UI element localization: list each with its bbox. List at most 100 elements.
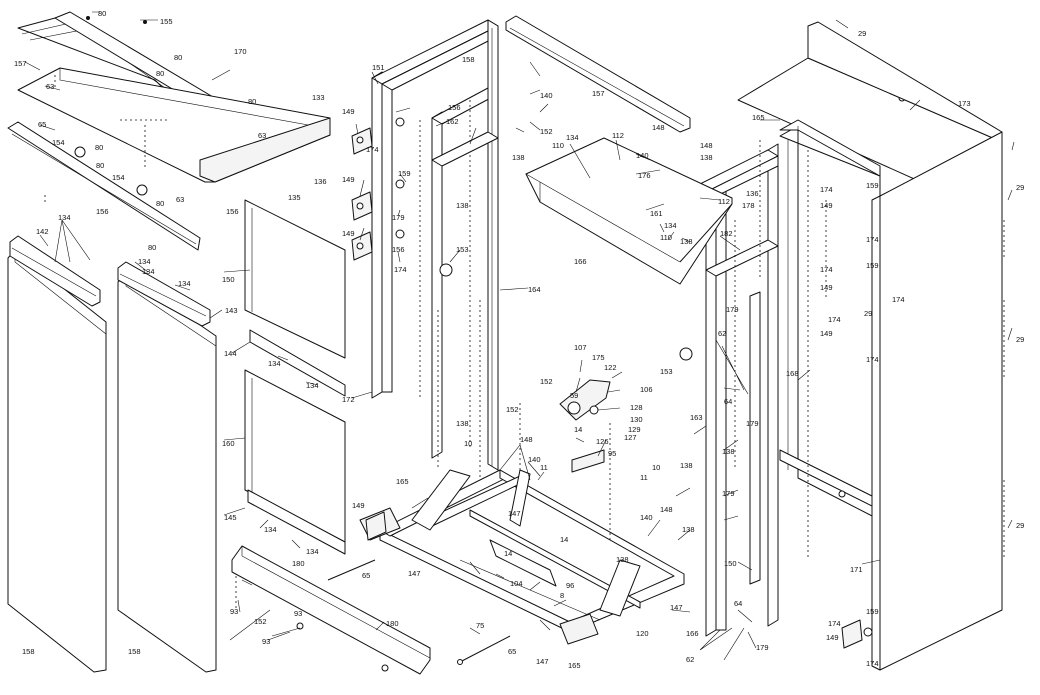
callout: 80 [174,53,182,62]
callout: 154 [112,173,125,182]
callout: 138 [512,153,525,162]
callout: 179 [746,419,759,428]
callout: 95 [608,449,616,458]
callout: 148 [520,435,533,444]
leader-lines [24,11,1015,661]
callout: 165 [396,477,409,486]
callout: 80 [148,243,156,252]
callout: 166 [686,629,699,638]
callout: 164 [528,285,541,294]
left-door [7,235,107,673]
callout: 150 [222,275,235,284]
callout: 59 [570,391,578,400]
callout: 135 [288,193,301,202]
callout: 179 [722,489,735,498]
upright-right-front [705,183,717,637]
door-panel-left [7,249,107,673]
callout: 158 [128,647,141,656]
callout: 29 [1016,335,1024,344]
callout: 112 [612,131,624,140]
callout: 174 [828,315,841,324]
callout: 179 [726,305,739,314]
callout: 29 [1016,183,1024,192]
hinge-r4 [841,619,873,649]
callout: 160 [222,439,235,448]
door-panel-center [117,273,217,673]
callout: 64 [724,397,732,406]
callout: 157 [14,59,27,68]
callout: 110 [552,141,564,150]
callout: 134 [306,547,319,556]
top-trim-assembly [7,11,331,251]
callout: 149 [820,283,833,292]
hinge-top-1 [351,117,405,155]
callout: 166 [574,257,587,266]
callout: 157 [592,89,605,98]
callout: 149 [820,329,833,338]
callout: 147 [508,509,521,518]
center-frame [371,19,499,480]
callout: 153 [456,245,469,254]
callout: 156 [448,103,461,112]
callout: 174 [892,295,905,304]
callout: 80 [96,161,104,170]
callout: 93 [262,637,270,646]
callout: 168 [786,369,799,378]
callout: 29 [858,29,866,38]
callout: 158 [462,55,475,64]
hinge-mid-1 [351,179,405,221]
right-frame [505,15,779,637]
callout: 176 [638,171,651,180]
callout: 80 [95,143,103,152]
callout: 75 [476,621,484,630]
callout: 128 [630,403,643,412]
callout: 134 [138,257,151,266]
callout: 134 [306,381,319,390]
callout: 152 [540,377,553,386]
callout: 138 [456,201,469,210]
callout: 147 [408,569,421,578]
callout: 175 [592,353,605,362]
callout: 138 [456,419,469,428]
callout: 174 [366,145,379,154]
callout: 144 [224,349,237,358]
base-frame [327,400,685,665]
callout: 112 [718,197,730,206]
callout: 134 [142,267,155,276]
callout: 134 [566,133,579,142]
cabinet-side-right [879,131,1003,671]
callout: 29 [1016,521,1024,530]
callout: 138 [680,461,693,470]
right-cabinet [737,21,1005,671]
callout: 142 [36,227,49,236]
callout: 136 [746,189,759,198]
callout: 174 [394,265,407,274]
callout: 143 [225,306,238,315]
callout: 14 [560,535,568,544]
lift-mechanism [439,263,749,473]
callout: 155 [160,17,173,26]
callout: 148 [700,141,713,150]
callout: 174 [866,235,879,244]
callout: 80 [156,69,164,78]
callout: 162 [446,117,459,126]
callout: 104 [510,579,523,588]
hinge-low-1 [351,229,405,261]
hinge-base [365,511,387,541]
callout: 156 [392,245,405,254]
callout: 156 [96,207,109,216]
insert-panel-150 [244,199,346,359]
callout: 149 [342,107,355,116]
callout: 154 [52,138,65,147]
callout: 8 [560,591,564,600]
callout: 152 [540,127,553,136]
callout: 14 [574,425,582,434]
callout: 149 [352,501,365,510]
callout: 63 [176,195,184,204]
callout: 138 [682,525,695,534]
callout: 140 [540,91,553,100]
lift-arm-part [559,379,611,421]
callout: 171 [850,565,863,574]
callout: 140 [528,455,541,464]
callout: 180 [386,619,399,628]
